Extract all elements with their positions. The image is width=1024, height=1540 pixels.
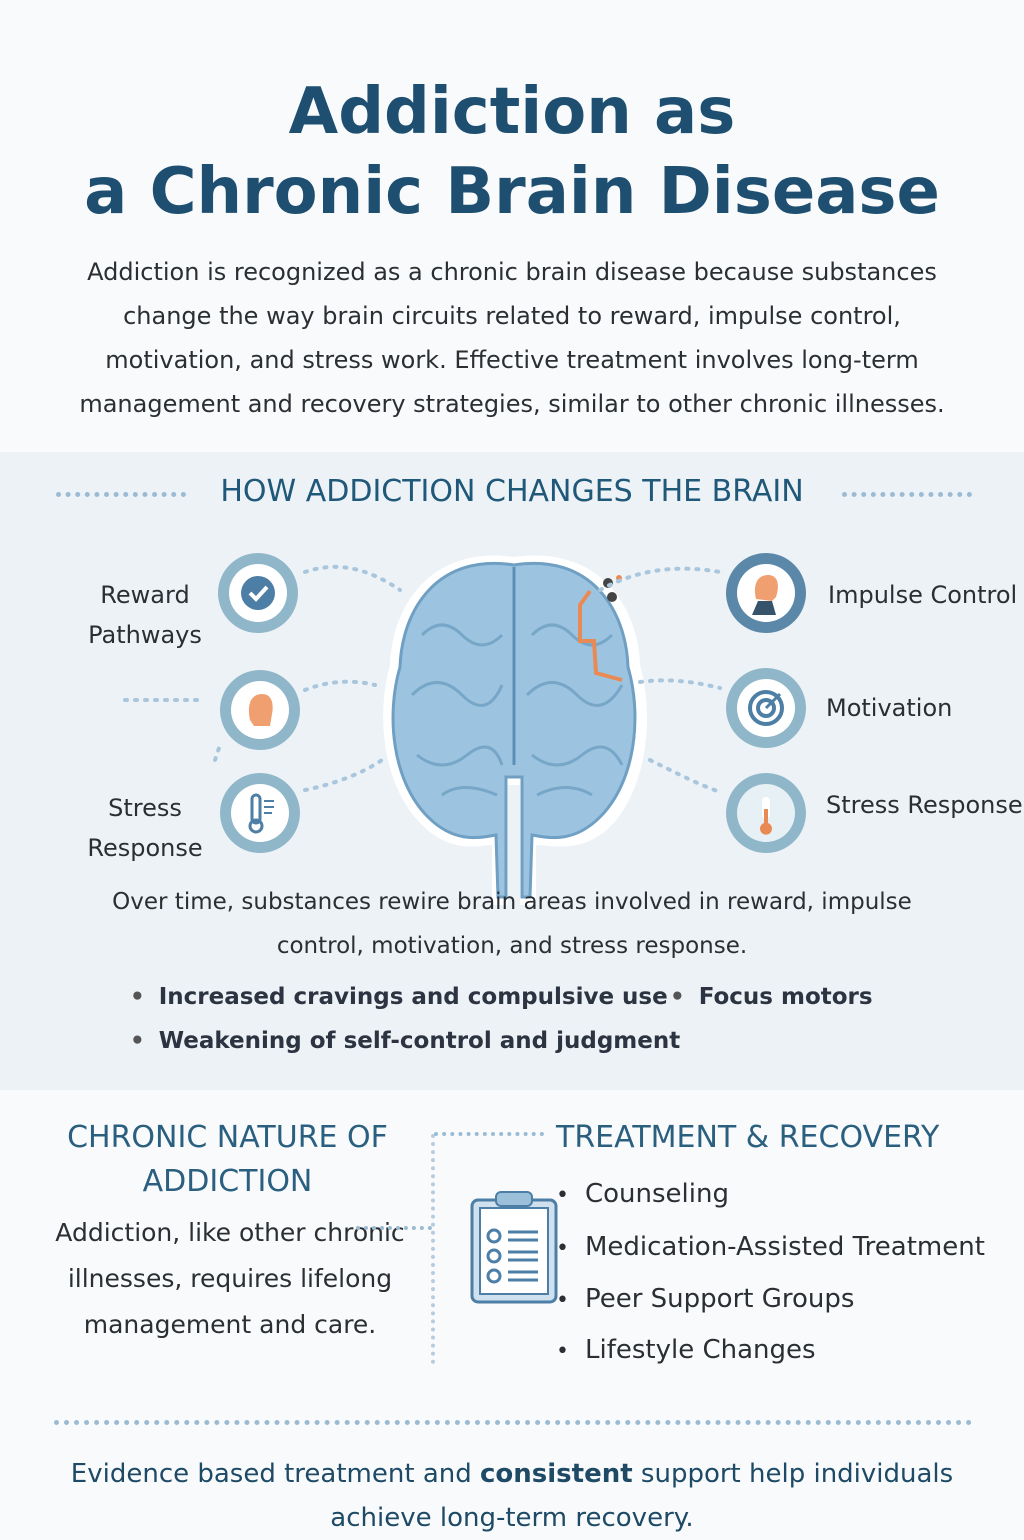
treatment-item: Medication-Assisted Treatment [556, 1221, 985, 1275]
footer-emphasis: consistent [480, 1459, 633, 1489]
label-motivation: Motivation [826, 694, 953, 722]
pathway-highlight [578, 589, 623, 682]
label-reward-pathways: Reward Pathways [88, 581, 202, 649]
treatment-item: Lifestyle Changes [556, 1324, 816, 1378]
treatment-item: Peer Support Groups [556, 1273, 854, 1327]
reward-icon-badge [218, 553, 298, 633]
divider [54, 1420, 972, 1425]
label-stress-response-right: Stress Response [826, 791, 1023, 819]
footer-text: support help individuals achieve long-te… [330, 1459, 954, 1533]
divider [842, 492, 972, 497]
divider [434, 1132, 544, 1136]
divider [356, 1226, 432, 1230]
stress-icon-badge [220, 773, 300, 853]
treatment-heading: TREATMENT & RECOVERY [556, 1120, 940, 1155]
treatment-item: Counseling [556, 1168, 729, 1222]
brain-illustration [383, 555, 647, 905]
thermometer-icon [760, 797, 772, 835]
connector-lines [123, 564, 722, 794]
check-icon [241, 576, 275, 610]
impulse-icon-badge [726, 553, 806, 633]
title-line: Addiction as [288, 75, 736, 149]
bullet-item: Weakening of self-control and judgment [130, 1028, 681, 1054]
chronic-text: Addiction, like other chronic illnesses,… [55, 1218, 405, 1339]
thermometer-icon [248, 793, 274, 834]
intro-text: Addiction is recognized as a chronic bra… [79, 258, 945, 418]
stress-right-icon-badge [726, 773, 806, 853]
divider [431, 1134, 435, 1364]
target-icon [748, 690, 784, 726]
label-stress-response-left: Stress Response [87, 794, 203, 862]
bullet-item: Increased cravings and compulsive use [130, 984, 668, 1010]
head-icon [248, 694, 273, 726]
chronic-heading: CHRONIC NATURE OF ADDICTION [67, 1120, 388, 1199]
head-icon-badge [220, 670, 300, 750]
section-heading: HOW ADDICTION CHANGES THE BRAIN [220, 474, 804, 509]
footer-message: Evidence based treatment and consistent … [60, 1452, 964, 1540]
bullet-item: Focus motors [670, 984, 873, 1010]
head-search-icon [752, 575, 778, 615]
divider [56, 492, 186, 497]
clipboard-icon [470, 1191, 558, 1304]
title-line: a Chronic Brain Disease [84, 155, 940, 229]
brain-summary: Over time, substances rewire brain areas… [112, 889, 912, 959]
footer-text: Evidence based treatment and [70, 1459, 480, 1489]
motivation-icon-badge [726, 668, 806, 748]
label-impulse-control: Impulse Control [828, 581, 1018, 609]
